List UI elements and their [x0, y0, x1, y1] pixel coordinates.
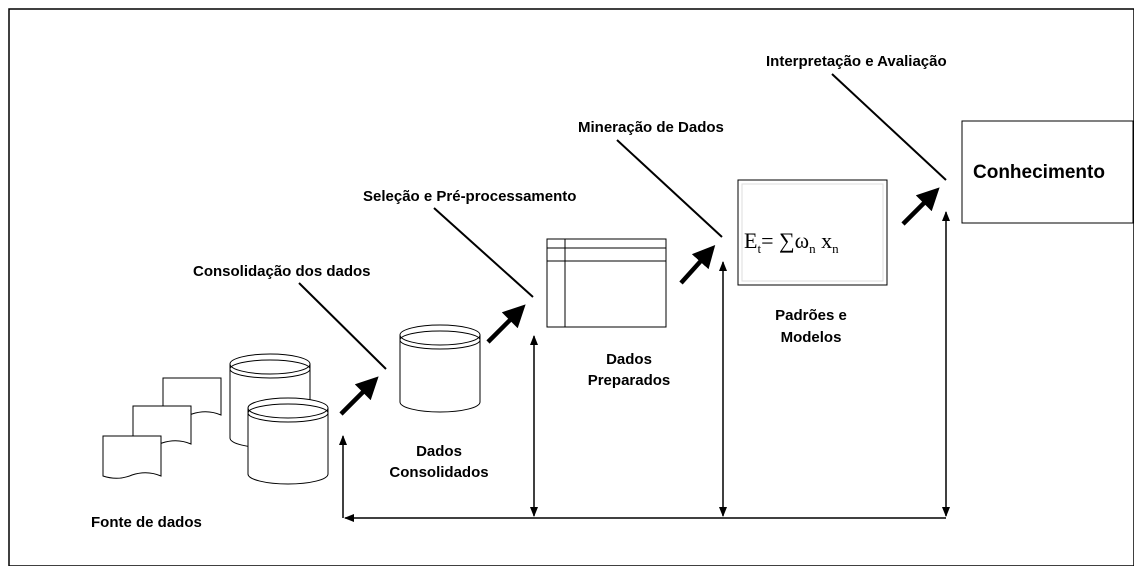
stage-line-mineracao [616, 139, 723, 238]
stage-line-interpretacao [831, 73, 947, 181]
node-label-padroes: Modelos [781, 329, 842, 346]
stage-label-mineracao: Mineração de Dados [578, 119, 724, 136]
document-stack-icon [102, 377, 222, 479]
node-label-fonte: Fonte de dados [91, 514, 202, 531]
progress-arrow [901, 187, 940, 226]
table-icon [546, 238, 667, 328]
node-label-padroes: Padrões e [775, 307, 847, 324]
frame-border [8, 8, 1134, 566]
node-label-preparados: Dados [606, 351, 652, 368]
progress-arrow [339, 376, 379, 416]
formula-text: E [744, 228, 757, 253]
stage-line-selecao [433, 207, 534, 298]
node-label-consolidados: Dados [416, 443, 462, 460]
knowledge-box: Conhecimento [961, 120, 1134, 224]
svg-text:Et= ∑ωn xn: Et= ∑ωn xn [744, 228, 839, 256]
stage-label-selecao: Seleção e Pré-processamento [363, 188, 576, 205]
database-icon [399, 324, 481, 413]
node-label-consolidados: Consolidados [389, 464, 488, 481]
progress-arrow [679, 244, 716, 285]
formula-box: Et= ∑ωn xn [737, 179, 888, 286]
node-label-preparados: Preparados [588, 372, 671, 389]
stage-label-interpretacao: Interpretação e Avaliação [766, 53, 947, 70]
progress-arrow [486, 304, 526, 344]
knowledge-label: Conhecimento [973, 162, 1105, 183]
stage-line-consolidacao [298, 282, 387, 370]
stage-label-consolidacao: Consolidação dos dados [193, 263, 371, 280]
database-icon [247, 397, 329, 485]
